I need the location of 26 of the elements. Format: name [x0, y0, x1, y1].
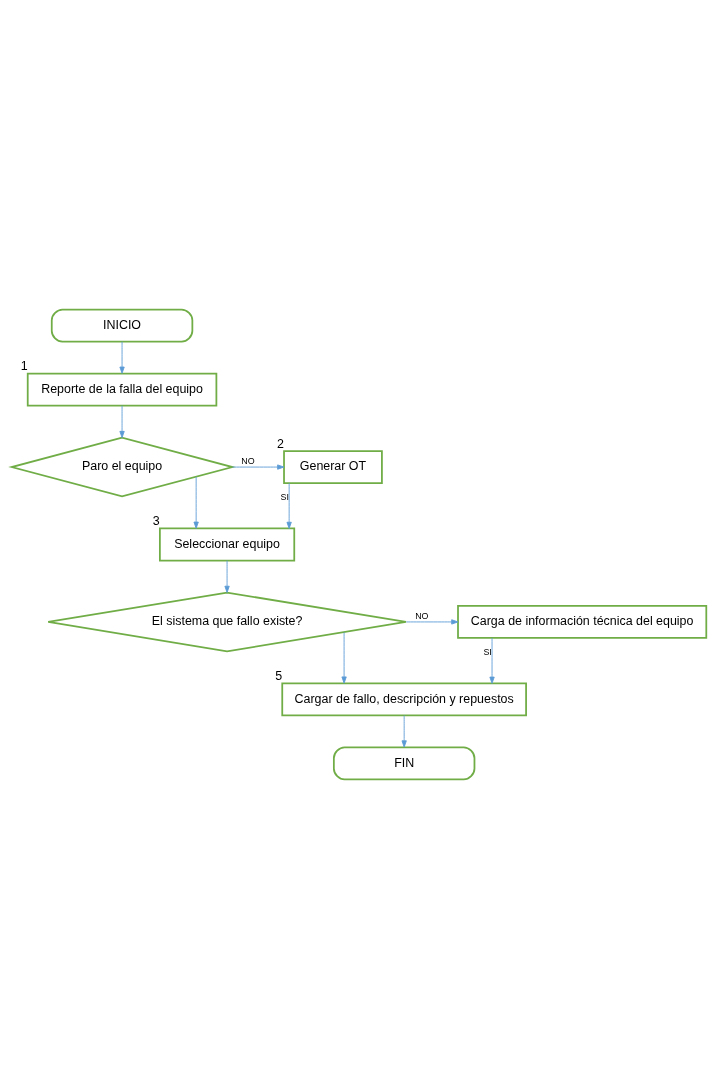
edge-label: SI	[280, 491, 289, 502]
node-label: 2	[277, 436, 284, 451]
arrow	[119, 404, 125, 438]
arrow	[401, 714, 407, 747]
node-box: Generar OT	[283, 449, 383, 484]
arrow	[119, 340, 125, 374]
node-box: Seleccionar equipo	[159, 527, 296, 561]
node-box: FIN	[332, 746, 476, 780]
edge-label: NO	[415, 610, 429, 621]
arrow	[193, 475, 199, 529]
arrow	[286, 482, 292, 529]
arrow	[405, 618, 459, 625]
node-box: Cargar de fallo, descripción y repuestos	[281, 681, 527, 716]
node-box: Carga de información técnica del equipo	[457, 604, 708, 639]
edge-label: SI	[483, 646, 492, 657]
arrow	[224, 559, 230, 593]
node-diamond: El sistema que fallo existe?	[47, 591, 407, 652]
arrow	[232, 463, 285, 470]
node-label: 1	[20, 358, 28, 373]
arrow	[341, 631, 347, 684]
arrow	[489, 637, 495, 684]
node-label: 5	[275, 668, 283, 683]
node-label: 3	[152, 513, 160, 528]
node-box: INICIO	[50, 308, 194, 342]
node-box: Reporte de la falla del equipo	[26, 372, 218, 407]
edge-label: NO	[241, 455, 255, 466]
